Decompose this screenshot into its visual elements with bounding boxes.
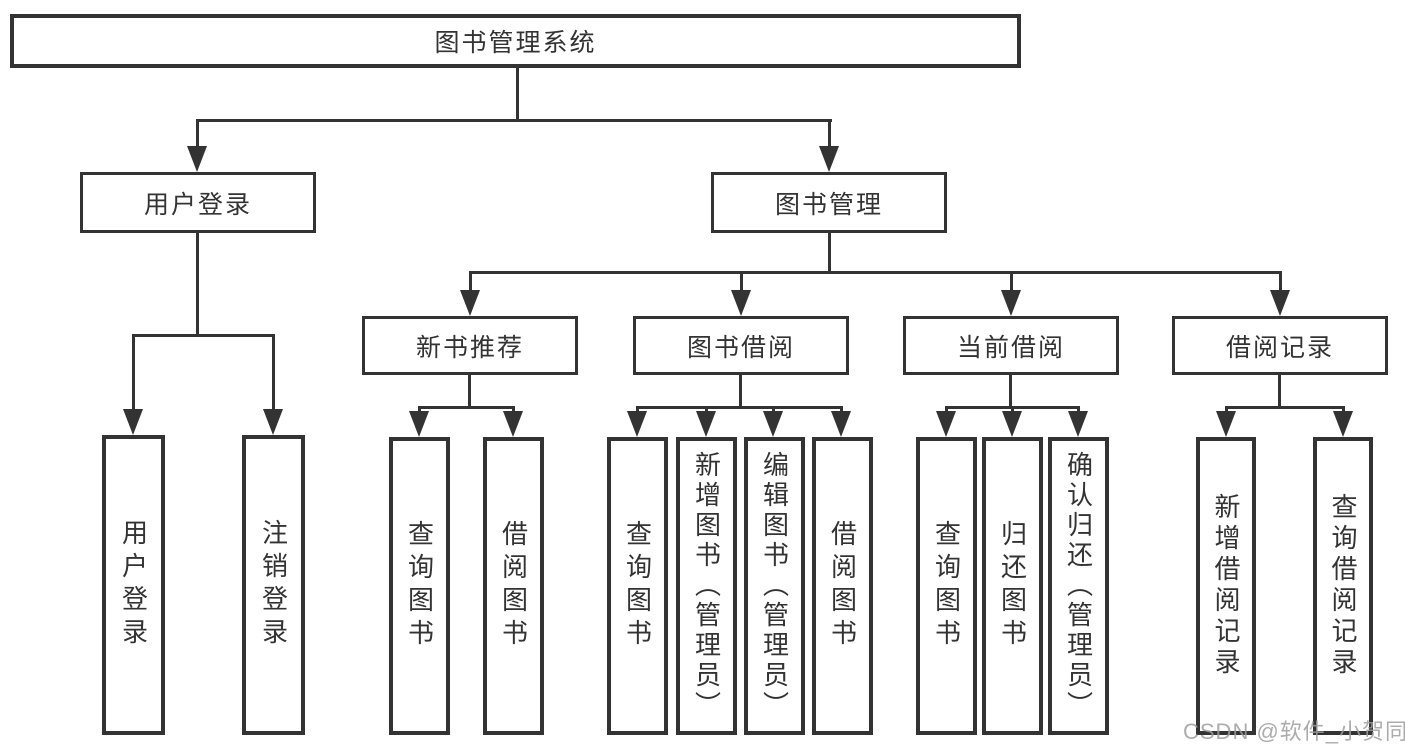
node-user-login-label: 用户登录 xyxy=(143,190,252,219)
connector-line xyxy=(1010,271,1013,293)
connector-line xyxy=(739,375,742,409)
connector-line xyxy=(132,334,135,411)
leaf-user-login-label: 用户登录 xyxy=(118,519,149,651)
connector-line xyxy=(418,406,515,409)
node-new-books-label: 新书推荐 xyxy=(415,333,524,362)
connector-line xyxy=(840,406,843,414)
leaf-query-books-1-label: 查询图书 xyxy=(404,520,435,652)
connector-line xyxy=(828,119,831,149)
leaf-borrow-books-2: 借阅图书 xyxy=(812,437,873,735)
leaf-query-books-3: 查询图书 xyxy=(916,437,977,735)
connector-line xyxy=(1225,406,1344,409)
leaf-query-books-2: 查询图书 xyxy=(607,437,668,735)
leaf-query-borrow-record: 查询借阅记录 xyxy=(1313,437,1373,735)
leaf-query-borrow-record-label: 查询借阅记录 xyxy=(1328,493,1358,679)
connector-line xyxy=(772,406,775,414)
connector-line xyxy=(132,334,274,337)
leaf-add-books-admin-label: 新增图书（管理员） xyxy=(691,451,722,721)
leaf-user-login: 用户登录 xyxy=(102,435,165,735)
arrow-down-icon xyxy=(831,411,851,437)
node-book-borrow: 图书借阅 xyxy=(633,316,849,375)
connector-line xyxy=(945,406,948,414)
arrow-down-icon xyxy=(1001,290,1021,316)
connector-line xyxy=(1342,406,1345,414)
leaf-add-borrow-record: 新增借阅记录 xyxy=(1196,437,1256,735)
arrow-down-icon xyxy=(263,409,283,435)
arrow-down-icon xyxy=(460,290,480,316)
node-new-books: 新书推荐 xyxy=(362,316,578,375)
arrow-down-icon xyxy=(187,146,207,172)
node-root: 图书管理系统 xyxy=(10,14,1021,68)
connector-line xyxy=(1011,406,1014,414)
arrow-down-icon xyxy=(763,411,783,437)
leaf-query-books-1: 查询图书 xyxy=(389,437,450,735)
node-current-borrow: 当前借阅 xyxy=(903,316,1119,375)
leaf-borrow-books-2-label: 借阅图书 xyxy=(827,520,858,652)
connector-line xyxy=(705,406,708,414)
arrow-down-icon xyxy=(731,290,751,316)
arrow-down-icon xyxy=(627,411,647,437)
connector-line xyxy=(516,66,519,121)
connector-line xyxy=(468,375,471,409)
leaf-confirm-return-admin-label: 确认归还（管理员） xyxy=(1063,451,1094,721)
arrow-down-icon xyxy=(696,411,716,437)
connector-line xyxy=(418,406,421,414)
connector-line xyxy=(512,406,515,414)
arrow-down-icon xyxy=(1333,411,1353,437)
leaf-query-books-3-label: 查询图书 xyxy=(931,520,962,652)
node-current-borrow-label: 当前借阅 xyxy=(956,333,1065,362)
arrow-down-icon xyxy=(409,411,429,437)
connector-line xyxy=(1077,406,1080,414)
connector-line xyxy=(1225,406,1228,414)
leaf-return-books-label: 归还图书 xyxy=(997,520,1028,652)
connector-line xyxy=(1009,375,1012,409)
arrow-down-icon xyxy=(123,409,143,435)
connector-line xyxy=(828,233,831,274)
leaf-edit-books-admin: 编辑图书（管理员） xyxy=(744,437,805,735)
connector-line xyxy=(469,271,472,293)
node-user-login: 用户登录 xyxy=(80,172,316,233)
leaf-logout: 注销登录 xyxy=(242,435,305,735)
leaf-borrow-books-1: 借阅图书 xyxy=(483,437,544,735)
leaf-return-books: 归还图书 xyxy=(982,437,1043,735)
connector-line xyxy=(272,334,275,411)
arrow-down-icon xyxy=(819,146,839,172)
arrow-down-icon xyxy=(1270,290,1290,316)
leaf-confirm-return-admin: 确认归还（管理员） xyxy=(1048,437,1109,735)
connector-line xyxy=(469,271,1281,274)
csdn-watermark: CSDN @软件_小贺同学 xyxy=(1183,719,1405,744)
node-borrow-records-label: 借阅记录 xyxy=(1225,333,1334,362)
arrow-down-icon xyxy=(1068,411,1088,437)
leaf-add-borrow-record-label: 新增借阅记录 xyxy=(1211,493,1241,679)
arrow-down-icon xyxy=(936,411,956,437)
connector-line xyxy=(196,119,832,122)
arrow-down-icon xyxy=(1002,411,1022,437)
node-book-mgmt: 图书管理 xyxy=(711,172,947,233)
leaf-edit-books-admin-label: 编辑图书（管理员） xyxy=(759,451,790,721)
arrow-down-icon xyxy=(503,411,523,437)
node-book-mgmt-label: 图书管理 xyxy=(774,190,883,219)
connector-line xyxy=(1279,271,1282,293)
node-borrow-records: 借阅记录 xyxy=(1172,316,1388,375)
connector-line xyxy=(196,233,199,336)
leaf-add-books-admin: 新增图书（管理员） xyxy=(676,437,737,735)
connector-line xyxy=(1278,375,1281,409)
arrow-down-icon xyxy=(1216,411,1236,437)
leaf-borrow-books-1-label: 借阅图书 xyxy=(498,520,529,652)
leaf-logout-label: 注销登录 xyxy=(258,519,289,651)
connector-line xyxy=(740,271,743,293)
leaf-query-books-2-label: 查询图书 xyxy=(622,520,653,652)
node-root-label: 图书管理系统 xyxy=(434,29,597,57)
connector-line xyxy=(636,406,639,414)
connector-line xyxy=(196,119,199,149)
connector-line xyxy=(636,406,842,409)
node-book-borrow-label: 图书借阅 xyxy=(686,333,795,362)
